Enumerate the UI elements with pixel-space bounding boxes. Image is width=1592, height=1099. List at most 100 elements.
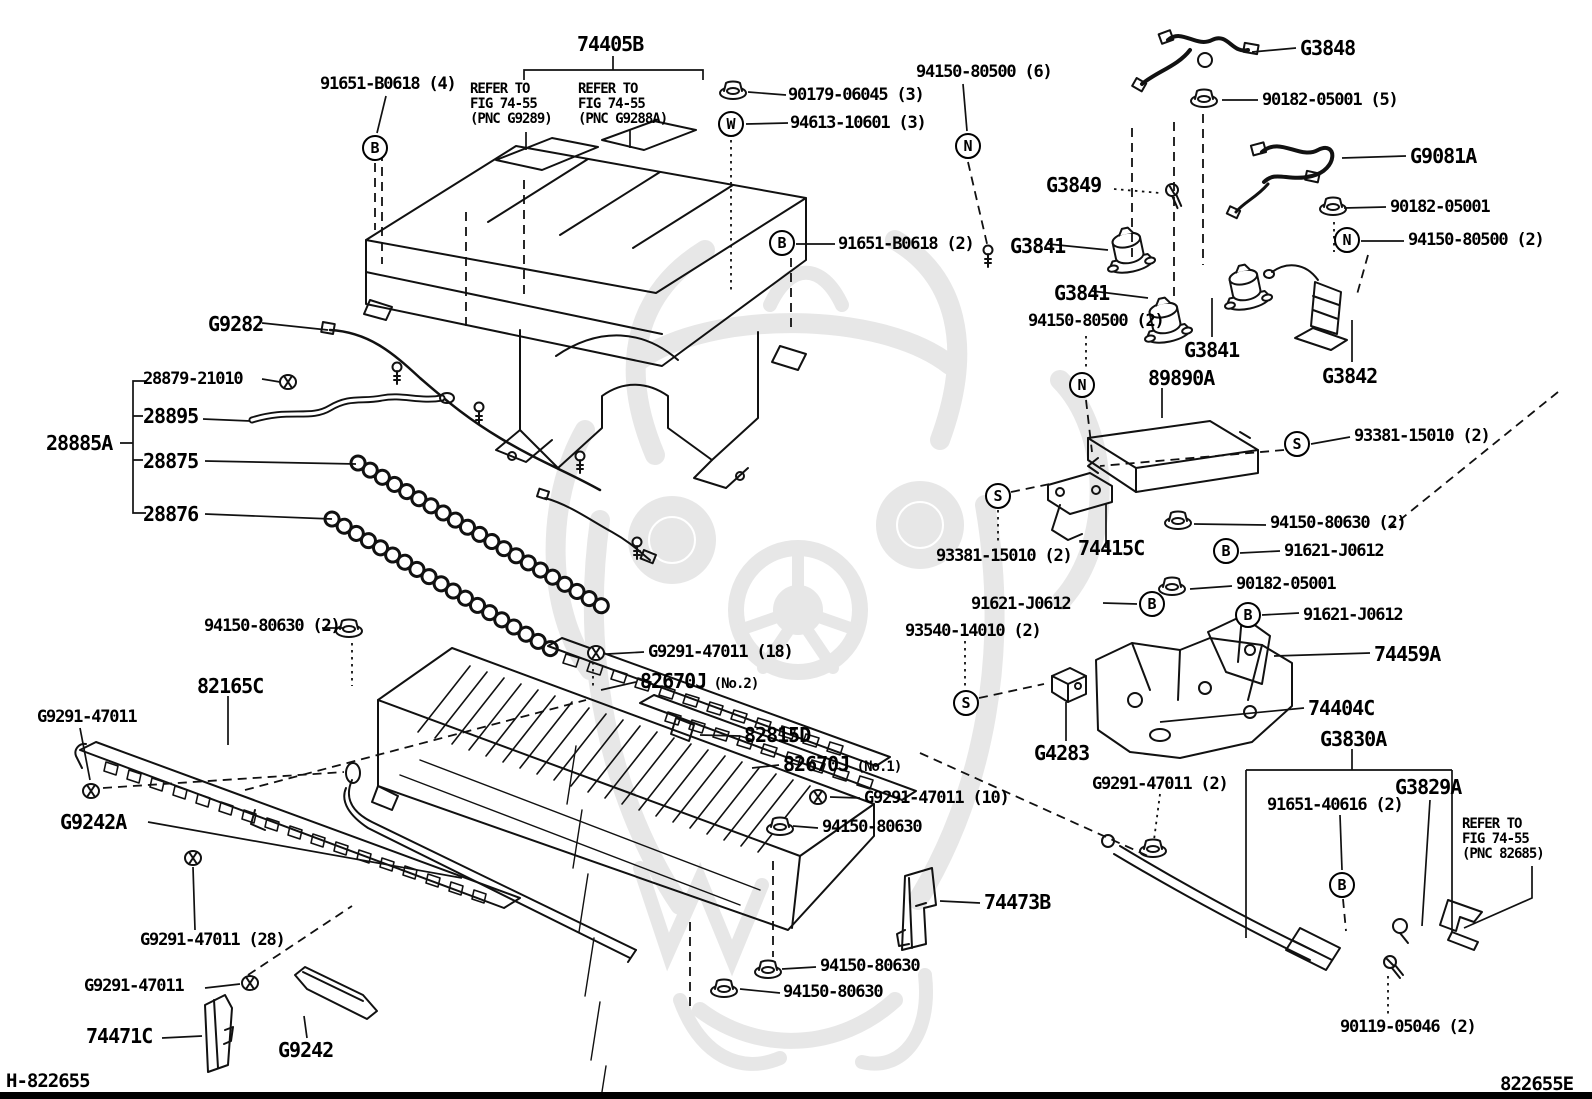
clip-nut-icon	[241, 975, 259, 991]
part-label: G9282	[208, 312, 264, 336]
refer-note-line: (PNC G9289)	[470, 111, 553, 127]
part-label: 90182-05001	[1390, 197, 1491, 217]
harness-g3848-drawing	[1131, 29, 1260, 93]
bolt-icon	[391, 361, 403, 385]
callout-circle-b: B	[1329, 872, 1355, 898]
part-label: 91621-J0612	[1303, 605, 1404, 625]
callout-circle-b: B	[362, 135, 388, 161]
bottom-bar	[0, 1092, 1592, 1099]
callout-circle-b: B	[1213, 538, 1239, 564]
screw-icon	[1383, 955, 1404, 979]
bracket-74471c-drawing	[204, 994, 234, 1073]
part-label: 82815D	[744, 723, 811, 747]
flange-nut-icon	[710, 978, 738, 998]
refer-note-line: REFER TO	[1462, 816, 1522, 832]
wire-harness-g9282-drawing	[320, 321, 657, 565]
part-label: 74471C	[86, 1024, 153, 1048]
flange-nut-icon	[1164, 510, 1192, 530]
part-label: 74473B	[984, 890, 1051, 914]
bracket-74415c-drawing	[1047, 472, 1113, 541]
part-label: 90179-06045 (3)	[788, 85, 925, 105]
part-label: 90182-05001 (5)	[1262, 90, 1399, 110]
refer-note-line: (PNC 82685)	[1462, 846, 1545, 862]
part-label: 93540-14010 (2)	[905, 621, 1042, 641]
callout-circle-n: N	[1069, 372, 1095, 398]
part-label: G9291-47011 (18)	[648, 642, 794, 662]
flange-nut-icon	[766, 816, 794, 836]
part-label: G3841	[1054, 281, 1110, 305]
part-label: G9291-47011 (2)	[1092, 774, 1229, 794]
clip-nut-icon	[82, 783, 100, 799]
leader-lines	[79, 47, 1533, 1039]
callout-circle-n: N	[1334, 227, 1360, 253]
callout-circle-s: S	[953, 690, 979, 716]
part-label: 74404C	[1308, 696, 1375, 720]
part-label: G3841	[1010, 234, 1066, 258]
part-label: 74415C	[1078, 536, 1145, 560]
callout-circle-b: B	[1235, 602, 1261, 628]
callout-circle-n: N	[955, 133, 981, 159]
part-label: 82670J (No.2)	[640, 669, 760, 693]
part-label: 28875	[143, 449, 199, 473]
part-label: G3830A	[1320, 727, 1387, 751]
refer-note-line: (PNC G9288A)	[578, 111, 668, 127]
part-label: G9081A	[1410, 144, 1477, 168]
part-label: 74405B	[577, 32, 644, 56]
part-label: G9242A	[60, 810, 127, 834]
refer-note-line: FIG 74-55	[578, 96, 646, 112]
part-label: 90182-05001	[1236, 574, 1337, 594]
strap-g9242-drawing	[294, 966, 378, 1020]
part-label: G9291-47011	[84, 976, 185, 996]
flange-nut-icon	[1158, 576, 1186, 596]
flange-nut-icon	[1190, 88, 1218, 108]
part-label: 82165C	[197, 674, 264, 698]
refer-note-line: REFER TO	[470, 81, 530, 97]
part-label: 74459A	[1374, 642, 1441, 666]
callout-circle-s: S	[985, 483, 1011, 509]
bracket-74473b-drawing	[896, 867, 937, 951]
part-label: 93381-15010 (2)	[1354, 426, 1491, 446]
part-label: 28876	[143, 502, 199, 526]
part-label: G9242	[278, 1038, 334, 1062]
ecu-89890a-drawing	[1087, 420, 1259, 493]
fastener-icons	[82, 80, 1404, 998]
part-label: 94150-80500 (2)	[1408, 230, 1545, 250]
page-code-right: 822655E	[1500, 1073, 1574, 1095]
relay-g3842-drawing	[1263, 264, 1348, 351]
part-label: 91651-40616 (2)	[1267, 795, 1404, 815]
part-label: G3848	[1300, 36, 1356, 60]
battery-cover-drawing	[363, 120, 807, 489]
battery-module-drawing	[371, 647, 875, 1099]
part-label: 94150-80630	[820, 956, 921, 976]
watermark-mask	[545, 230, 1110, 1071]
flange-nut-icon	[754, 959, 782, 979]
callout-circle-b: B	[769, 230, 795, 256]
part-label: G3841	[1184, 338, 1240, 362]
clip-nut-icon	[809, 789, 827, 805]
part-label: 91621-J0612	[1284, 541, 1385, 561]
bead-harness-28876-drawing	[323, 510, 565, 661]
bolt-icon	[982, 244, 994, 268]
refer-note-line: FIG 74-55	[1462, 831, 1530, 847]
part-label: 93381-15010 (2)	[936, 546, 1073, 566]
rod-g9242a-drawing	[343, 762, 637, 963]
cushion-g4283-drawing	[1051, 667, 1087, 703]
refer-note-line: FIG 74-55	[470, 96, 538, 112]
dotted-lines	[351, 140, 1389, 1015]
part-label: 94150-80500 (6)	[916, 62, 1053, 82]
part-label: 89890A	[1148, 366, 1215, 390]
part-label-suffix: (No.2)	[706, 676, 760, 692]
harness-g9081a-drawing	[1225, 141, 1335, 220]
strip-82165c-drawing	[74, 741, 521, 909]
part-label: 91621-J0612	[971, 594, 1072, 614]
page-code-left: H-822655	[6, 1070, 91, 1092]
part-label: 94150-80630 (2)	[204, 616, 341, 636]
part-label: 91651-B0618 (2)	[838, 234, 975, 254]
part-label: 94150-80500 (2)	[1028, 311, 1165, 331]
bead-harness-28875-drawing	[349, 454, 621, 621]
part-label: G3849	[1046, 173, 1102, 197]
bracket-74404c-drawing	[1095, 637, 1293, 759]
